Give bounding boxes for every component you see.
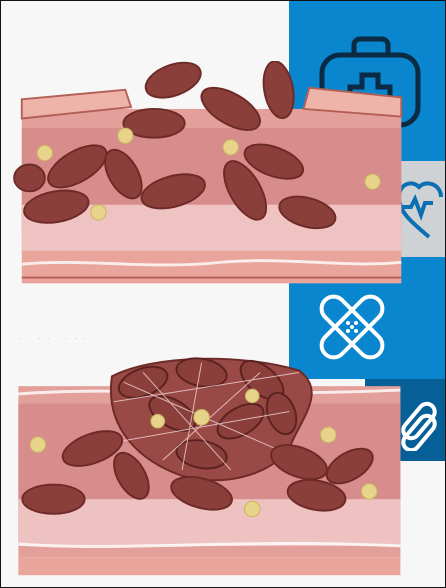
- faint-caption: · ·· ···: [19, 333, 93, 344]
- clot-vessel-illustration: [1, 353, 446, 583]
- damaged-vessel-illustration: [1, 61, 446, 291]
